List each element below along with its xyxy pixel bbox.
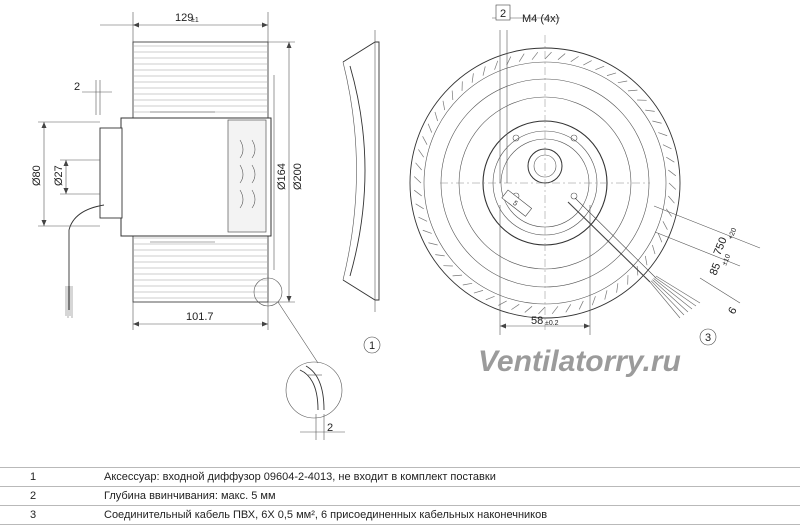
dim-total-length: 129: [175, 12, 193, 24]
dim-bolt-spacing-tol: ±0.2: [545, 320, 559, 327]
note-text: Аксессуар: входной диффузор 09604-2-4013…: [98, 467, 800, 487]
dim-detail-gap: 2: [327, 422, 333, 434]
callout-diffuser-label: 1: [369, 340, 375, 352]
dim-wire-strip: 6: [726, 305, 739, 316]
side-view: 129 ±1 2 Ø80 Ø27: [31, 12, 345, 440]
impeller-blades: [413, 51, 677, 315]
dim-total-length-tol: ±1: [191, 17, 199, 24]
side-cable: [68, 204, 105, 310]
dim-strip-length: 85: [708, 261, 724, 277]
dim-strip-length-tol: ±10: [721, 253, 732, 267]
note-number: 3: [0, 505, 98, 525]
front-cable: [567, 201, 651, 283]
dim-dia-80: Ø80: [31, 165, 43, 186]
dim-cable-length-tol: +20: [727, 227, 738, 241]
watermark: Ventilatorry.ru: [478, 345, 681, 378]
table-row: 3 Соединительный кабель ПВХ, 6X 0,5 мм²,…: [0, 505, 800, 525]
callout-cable: [699, 328, 717, 346]
notes-table: 1 Аксессуар: входной диффузор 09604-2-40…: [0, 467, 800, 525]
note-number: 1: [0, 467, 98, 487]
hub-front-plate: [99, 127, 123, 219]
dim-dia-164: Ø164: [276, 163, 288, 190]
technical-drawing: 129 ±1 2 Ø80 Ø27: [31, 4, 761, 440]
callout-diffuser: [363, 336, 381, 354]
dim-gap-left: 2: [74, 81, 80, 93]
dim-bolt-spacing: 58: [531, 315, 543, 327]
dim-thread: M4 (4x): [522, 13, 559, 25]
dim-dia-27: Ø27: [53, 165, 65, 186]
label-plate: 5: [511, 200, 518, 208]
front-view: 5 2 M4 (4x) 58 ±0.2 750 +20 85 ±10 6 3: [409, 4, 761, 346]
inlet-diffuser: 1: [342, 30, 381, 354]
dim-thread-depth-marker: 2: [500, 8, 506, 20]
note-text: Соединительный кабель ПВХ, 6X 0,5 мм², 6…: [98, 505, 800, 525]
table-row: 2 Глубина ввинчивания: макс. 5 мм: [0, 486, 800, 506]
callout-cable-label: 3: [705, 332, 711, 344]
dim-dia-200: Ø200: [292, 163, 304, 190]
note-number: 2: [0, 486, 98, 506]
dim-hub-length: 101.7: [186, 311, 214, 323]
table-row: 1 Аксессуар: входной диффузор 09604-2-40…: [0, 467, 800, 487]
note-text: Глубина ввинчивания: макс. 5 мм: [98, 486, 800, 506]
